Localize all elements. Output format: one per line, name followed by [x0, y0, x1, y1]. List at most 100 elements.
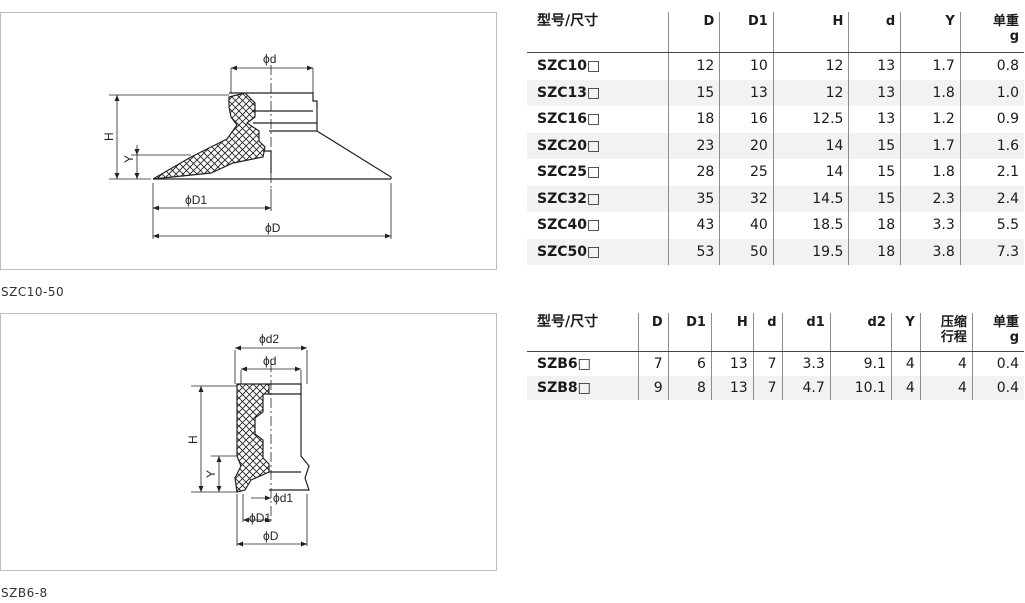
model-cell: SZC10□ — [527, 52, 669, 80]
header-text: 型号/尺寸 — [537, 314, 599, 330]
value-cell: 0.4 — [996, 356, 1019, 372]
header-text: d1 — [806, 315, 825, 330]
drawing-caption-szb: SZB6-8 — [1, 586, 48, 600]
header-text: 单重 g — [992, 14, 1019, 44]
value-cell: 2.4 — [960, 185, 1024, 212]
value-cell: 1.8 — [900, 159, 961, 186]
value-cell: 0.4 — [972, 376, 1024, 400]
value-cell: 40 — [719, 212, 774, 239]
header-text: H — [832, 14, 844, 29]
header-text: Y — [945, 14, 955, 29]
label-D: ϕD — [263, 529, 279, 543]
value-cell: 13 — [711, 351, 754, 376]
value-cell: 13 — [719, 79, 774, 106]
value-cell: 0.8 — [996, 58, 1019, 75]
value-cell: 13 — [848, 79, 902, 106]
value-cell: 4 — [920, 376, 973, 400]
model-cell: SZC50□ — [527, 238, 669, 265]
value-cell: 4 — [920, 351, 973, 376]
label-Y: Y — [204, 470, 218, 478]
label-H: H — [186, 435, 200, 444]
value-cell: 10.1 — [830, 376, 892, 400]
value-cell: 4 — [891, 351, 921, 376]
value-cell: 18.5 — [773, 212, 850, 239]
col-d2-header: d2 — [830, 313, 892, 352]
szc-technical-drawing: ϕd H Y ϕD1 ϕD — [0, 12, 497, 270]
value-cell: 3.8 — [900, 238, 961, 265]
dimension-arrows — [198, 345, 307, 547]
header-text: 单重 g — [992, 315, 1019, 345]
value-cell: 0.9 — [996, 111, 1019, 128]
value-cell: 9.1 — [830, 351, 892, 376]
col-d-header: d — [753, 313, 783, 352]
value-cell: 14 — [773, 132, 850, 159]
value-cell: 25 — [719, 159, 774, 186]
value-cell: 35 — [668, 185, 721, 212]
col-D1-header: D1 — [668, 313, 712, 352]
value-cell: 1.7 — [900, 132, 961, 159]
col-weight-header: 单重 g — [972, 313, 1024, 352]
col-stroke-header: 压缩 行程 — [920, 313, 973, 352]
value-cell: 53 — [668, 238, 721, 265]
value-cell: 15 — [848, 159, 902, 186]
value-cell: 1.7 — [900, 52, 961, 80]
header-text: d2 — [867, 315, 886, 330]
dimension-lines — [109, 67, 392, 239]
value-cell: 32 — [719, 185, 774, 212]
value-cell: 19.5 — [773, 238, 850, 265]
model-cell: SZC32□ — [527, 185, 669, 212]
bellows-section-hatch — [234, 383, 270, 493]
value-cell: 7 — [753, 376, 783, 400]
value-cell: 18 — [668, 106, 721, 133]
value-cell: 13 — [848, 52, 902, 80]
header-text: d — [767, 315, 777, 330]
value-cell: 18 — [848, 212, 902, 239]
value-cell: 10 — [719, 52, 774, 80]
value-cell: 12.5 — [773, 106, 850, 133]
model-cell: SZB8□ — [527, 376, 639, 400]
value-cell: 8 — [668, 376, 712, 400]
col-D-header: D — [638, 313, 669, 352]
col-weight-header: 单重 g — [960, 12, 1024, 53]
value-cell: 12 — [773, 52, 850, 80]
model-cell: SZC20□ — [527, 132, 669, 159]
model-cell: SZC13□ — [527, 79, 669, 106]
col-D-header: D — [668, 12, 721, 53]
szb-cup-section-svg: ϕd2 ϕd H Y ϕd1 ϕD1 ϕD — [186, 332, 310, 547]
value-cell: 1.2 — [900, 106, 961, 133]
cup-section-hatch — [152, 92, 266, 180]
value-cell: 4 — [891, 376, 921, 400]
header-text: 压缩 行程 — [940, 315, 967, 345]
szb-spec-table: 型号/尺寸 D D1 H d d1 d2 Y 压缩 行程 单重 g SZB6□7… — [527, 313, 1024, 400]
value-cell: 6 — [668, 351, 712, 376]
label-D: ϕD — [265, 221, 281, 235]
col-H-header: H — [773, 12, 850, 53]
col-d1-header: d1 — [782, 313, 831, 352]
value-cell: 20 — [719, 132, 774, 159]
label-Y: Y — [122, 155, 136, 163]
header-text: H — [736, 315, 748, 330]
model-cell: SZC16□ — [527, 106, 669, 133]
header-text: D — [703, 14, 715, 29]
value-cell: 12 — [668, 52, 721, 80]
szc-cup-section-svg: ϕd H Y ϕD1 ϕD — [102, 52, 392, 239]
value-cell: 16 — [719, 106, 774, 133]
value-cell: 5.5 — [996, 217, 1019, 234]
value-cell: 1.6 — [960, 132, 1024, 159]
model-cell: SZC25□ — [527, 159, 669, 186]
szb-technical-drawing: ϕd2 ϕd H Y ϕd1 ϕD1 ϕD — [0, 313, 497, 571]
value-cell: 7.3 — [960, 238, 1024, 265]
table-header-row: 型号/尺寸 D D1 H d Y 单重 g — [527, 12, 1024, 53]
value-cell: 2.3 — [900, 185, 961, 212]
header-text: 型号/尺寸 — [537, 13, 599, 29]
label-d: ϕd — [263, 354, 276, 368]
value-cell: 7 — [638, 351, 669, 376]
